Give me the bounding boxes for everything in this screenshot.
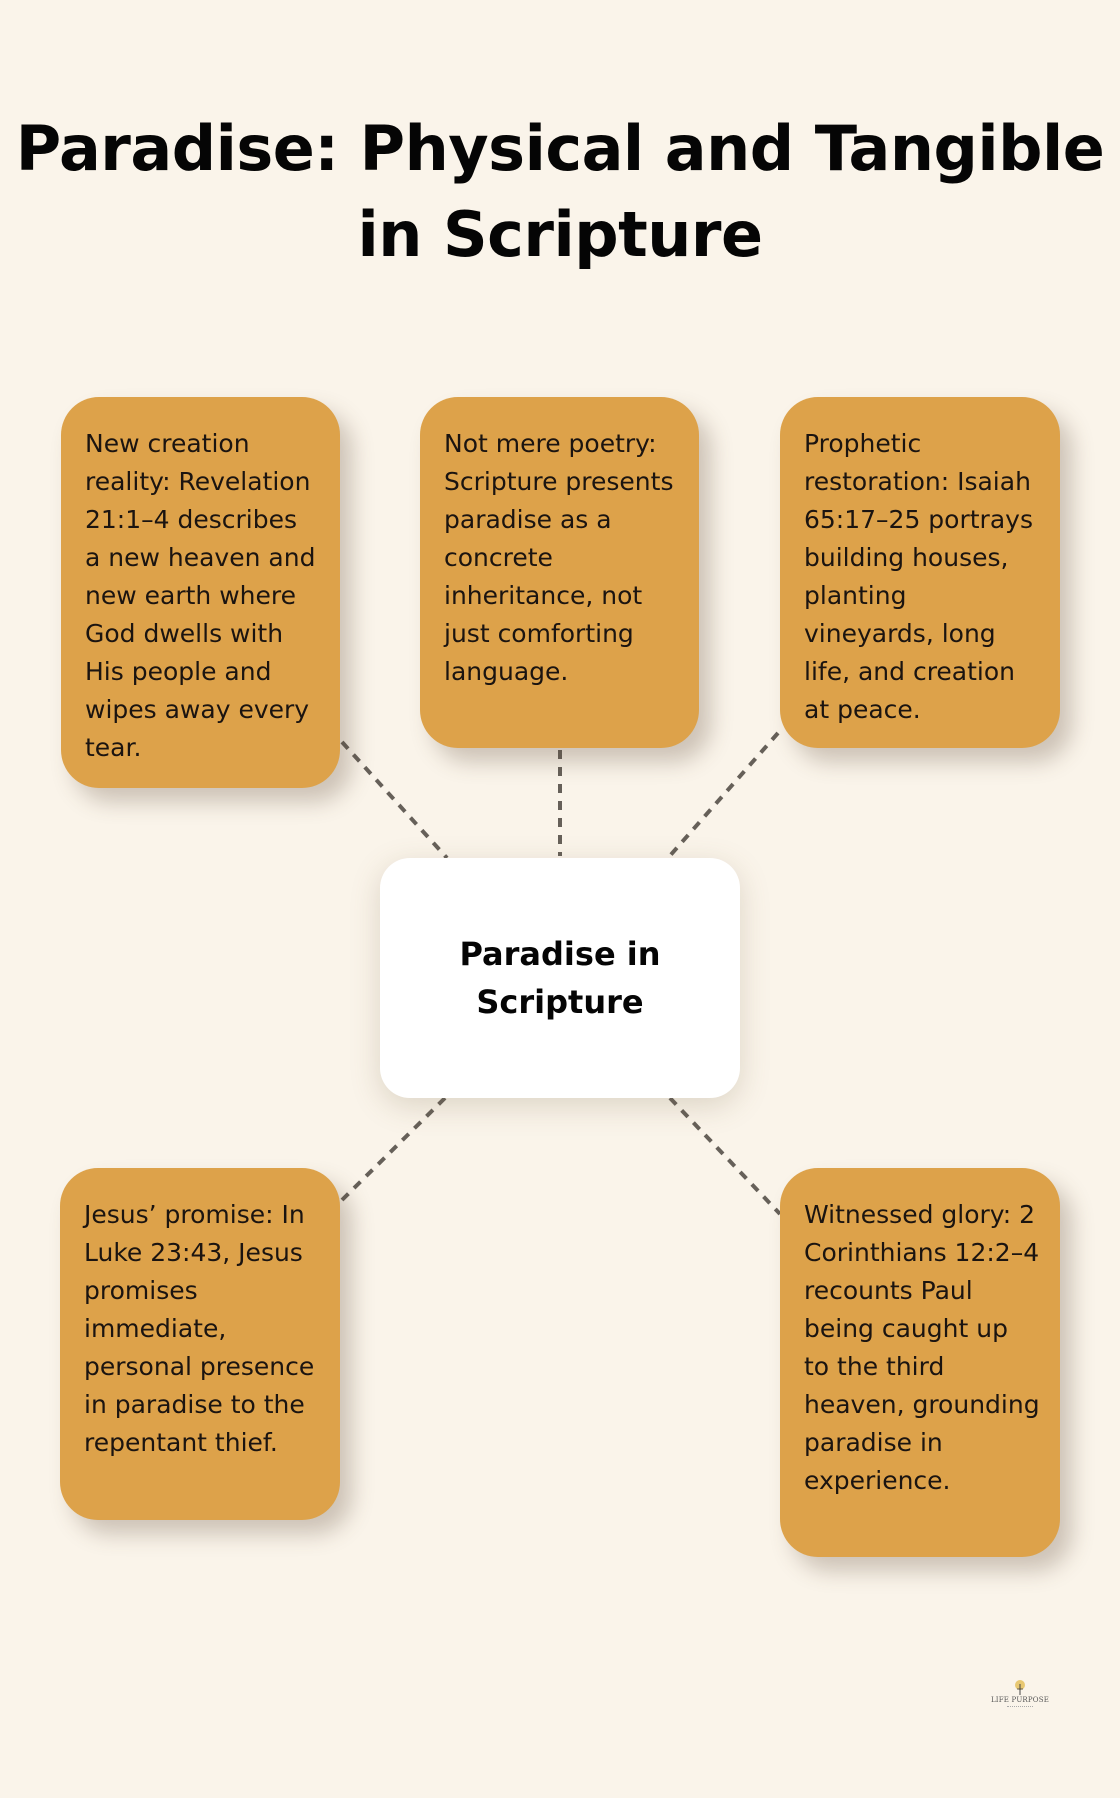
node-jesus-promise: Jesus’ promise: In Luke 23:43, Jesus pro…: [60, 1168, 340, 1520]
connector-prophetic-restoration: [666, 731, 780, 860]
node-not-mere-poetry: Not mere poetry: Scripture presents para…: [420, 397, 699, 748]
page-title: Paradise: Physical and Tangible in Scrip…: [0, 106, 1120, 278]
connector-new-creation: [340, 740, 449, 860]
title-line-1: Paradise: Physical and Tangible: [15, 112, 1105, 185]
node-text: Not mere poetry: Scripture presents para…: [444, 429, 674, 686]
node-text: Witnessed glory: 2 Corinthians 12:2–4 re…: [804, 1200, 1040, 1495]
center-node-line-2: Scripture: [476, 983, 644, 1021]
node-text: Prophetic restoration: Isaiah 65:17–25 p…: [804, 429, 1033, 724]
node-new-creation: New creation reality: Revelation 21:1–4 …: [61, 397, 340, 788]
node-text: New creation reality: Revelation 21:1–4 …: [85, 429, 316, 762]
connector-witnessed-glory: [668, 1096, 782, 1216]
brand-name: LIFE PURPOSE: [990, 1696, 1050, 1704]
brand-tagline-decoration: [1007, 1706, 1033, 1709]
center-node: Paradise in Scripture: [380, 858, 740, 1098]
connector-jesus-promise: [340, 1096, 447, 1202]
brand-logo: LIFE PURPOSE: [985, 1680, 1055, 1709]
center-node-line-1: Paradise in: [459, 935, 661, 973]
node-witnessed-glory: Witnessed glory: 2 Corinthians 12:2–4 re…: [780, 1168, 1060, 1557]
node-prophetic-restoration: Prophetic restoration: Isaiah 65:17–25 p…: [780, 397, 1060, 748]
node-text: Jesus’ promise: In Luke 23:43, Jesus pro…: [84, 1200, 315, 1457]
tree-icon: [1015, 1680, 1025, 1695]
title-line-2: in Scripture: [357, 198, 764, 271]
